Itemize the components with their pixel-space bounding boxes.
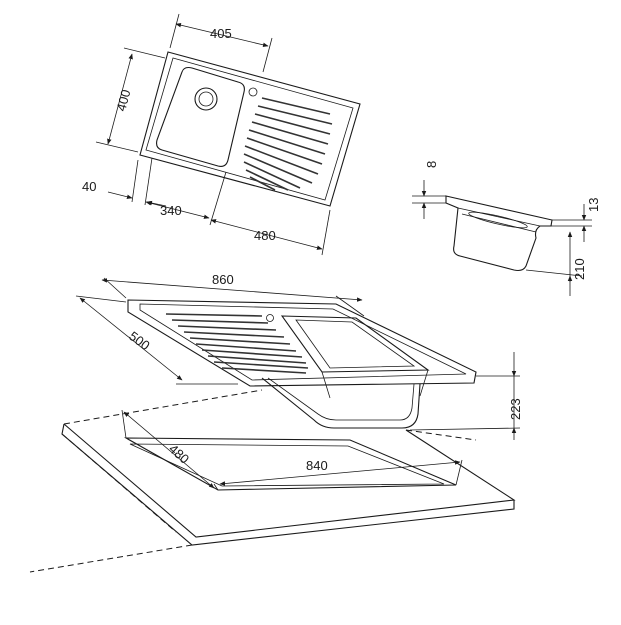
iso-tap-hole — [266, 314, 274, 322]
top-view-sink — [139, 51, 361, 207]
iso-rim-inner — [139, 303, 467, 381]
dim-line-500 — [79, 297, 183, 381]
dim-line-340 — [145, 201, 210, 219]
iso-view-dimensions: 860 500 223 — [75, 272, 523, 440]
dim-label-210: 210 — [572, 258, 587, 280]
dim-label-840: 840 — [306, 458, 328, 473]
top-view-drain-outer — [194, 87, 218, 111]
countertop-dashed-extension — [29, 544, 193, 573]
dim-label-223: 223 — [508, 398, 523, 420]
dim-line-405 — [175, 22, 269, 48]
dim-line-40-a — [107, 191, 133, 199]
dim-line-840 — [219, 460, 461, 486]
side-view-profile — [445, 195, 553, 272]
dim-line-480-cutout — [123, 411, 215, 489]
dim-label-500: 500 — [126, 328, 152, 353]
top-view-drainer-grooves — [243, 97, 333, 191]
iso-bowl-underside — [261, 377, 421, 429]
dim-line-480-top — [210, 219, 323, 250]
countertop-back-edge-right — [405, 429, 477, 441]
dim-label-405: 405 — [210, 26, 232, 41]
cutout-dimensions: 480 840 — [121, 409, 463, 491]
dim-label-400: 400 — [113, 88, 133, 113]
dim-label-480-top: 480 — [254, 228, 276, 243]
side-view-sink — [445, 195, 553, 272]
dim-line-860 — [101, 278, 363, 302]
top-view-tap-hole — [248, 87, 258, 97]
countertop — [29, 389, 516, 573]
dim-label-860: 860 — [212, 272, 234, 287]
dim-label-340: 340 — [160, 203, 182, 218]
top-view-bowl — [156, 66, 245, 167]
top-view-outline — [139, 51, 361, 207]
top-view-drain-inner — [198, 91, 214, 107]
dim-label-13: 13 — [586, 198, 601, 212]
countertop-dashed-front — [61, 433, 177, 533]
top-view-dimensions: 405 400 40 340 480 — [82, 13, 331, 256]
side-view-dimensions: 8 13 210 — [412, 161, 601, 296]
dim-line-400 — [107, 53, 133, 145]
countertop-thickness — [61, 423, 515, 546]
top-view-inner-rim — [145, 57, 354, 201]
iso-view-sink — [127, 299, 477, 429]
iso-drainer-grooves — [165, 313, 309, 374]
countertop-back-edge-left — [63, 389, 263, 425]
dim-label-40: 40 — [82, 179, 96, 194]
dim-label-8: 8 — [424, 161, 439, 168]
